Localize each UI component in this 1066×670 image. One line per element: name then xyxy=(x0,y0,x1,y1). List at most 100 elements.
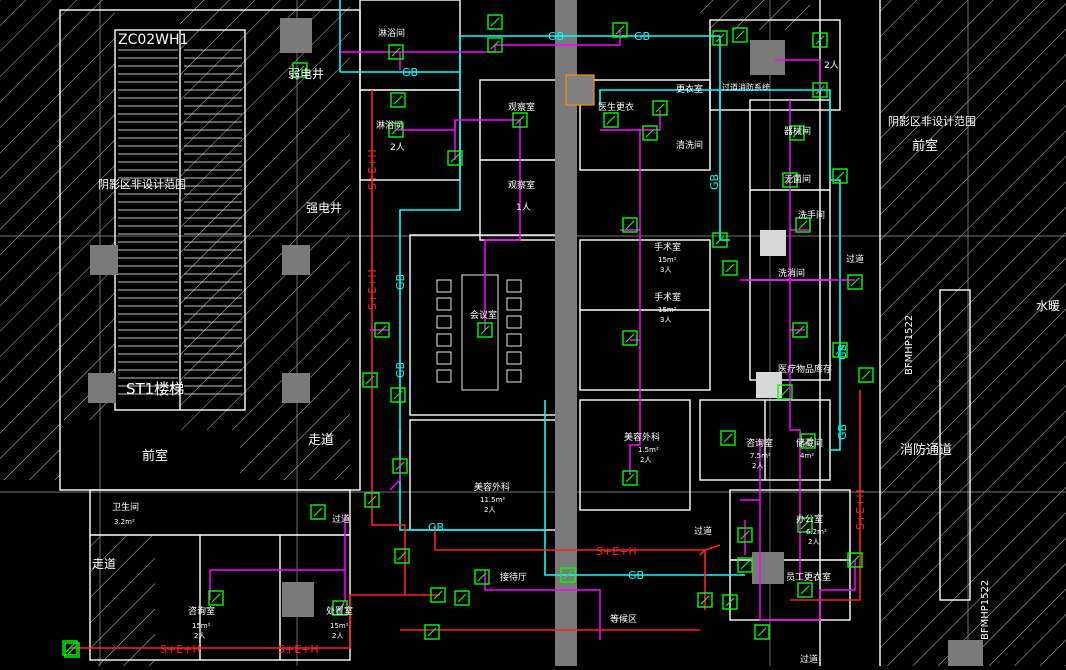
consult2-area: 15m² xyxy=(192,622,211,630)
wash-mgr-label: 洗消间 xyxy=(778,267,805,279)
meeting-chair xyxy=(506,333,522,347)
corridor-mid-label: 过道 xyxy=(332,513,350,525)
gb-label-9: GB xyxy=(836,344,849,360)
alarm-device-icon xyxy=(847,552,863,568)
consult-people: 2人 xyxy=(752,462,763,470)
waiting-label: 等候区 xyxy=(610,613,637,625)
surgery-1-people: 3人 xyxy=(660,266,671,274)
alarm-device-icon xyxy=(447,150,463,166)
shadow-right-label: 阴影区非设计范围 xyxy=(888,114,976,128)
gb-label-4: GB xyxy=(428,521,444,534)
seh-label-2: S+E+H xyxy=(366,269,379,310)
doctor-change-label: 医生更衣 xyxy=(598,101,634,113)
seh-label-4: S+E+H xyxy=(160,643,201,656)
alarm-device-icon xyxy=(612,22,628,38)
meeting-chair xyxy=(436,315,452,329)
alarm-device-icon xyxy=(847,274,863,290)
people-2a-label: 2人 xyxy=(390,142,405,153)
alarm-device-icon xyxy=(364,492,380,508)
shaft-code-a-label: BFMHP1522 xyxy=(904,315,915,375)
alarm-device-icon xyxy=(430,587,446,603)
alarm-device-icon xyxy=(797,517,813,533)
column-light-a xyxy=(760,230,786,256)
meeting-chair xyxy=(506,369,522,383)
office-area: 6.2m² xyxy=(806,528,827,536)
corridor-left-label: 走道 xyxy=(308,433,334,448)
washhand-label: 洗手间 xyxy=(798,209,825,221)
alarm-device-icon xyxy=(374,322,390,338)
beauty-people: 2人 xyxy=(484,506,495,514)
columns xyxy=(88,0,983,666)
disposal-area: 15m² xyxy=(330,622,349,630)
alarm-device-icon xyxy=(487,14,503,30)
alarm-device-icon xyxy=(712,30,728,46)
alarm-device-icon xyxy=(642,125,658,141)
disposal-people: 2人 xyxy=(332,632,343,640)
alarm-device-icon xyxy=(782,172,798,188)
alarm-device-icon xyxy=(474,569,490,585)
alarm-device-icon xyxy=(603,112,619,128)
gb-label-10: GB xyxy=(836,424,849,440)
stairs-label: ST1楼梯 xyxy=(126,380,184,398)
alarm-device-icon xyxy=(722,260,738,276)
oral-area: 1.5m² xyxy=(638,446,659,454)
corridor-bottom-label: 过道 xyxy=(694,525,712,537)
fire-passage-2-label: 走道 xyxy=(92,557,116,571)
oral-people: 2人 xyxy=(640,456,651,464)
meeting-chair xyxy=(436,351,452,365)
alarm-device-icon xyxy=(310,504,326,520)
office-people: 2人 xyxy=(808,538,819,546)
disposal-label: 处置室 xyxy=(326,605,353,617)
alarm-device-icon xyxy=(777,384,793,400)
meeting-furniture xyxy=(436,274,522,391)
alarm-device-icon xyxy=(720,430,736,446)
alarm-device-icon xyxy=(832,168,848,184)
observe-1-label: 观察室 xyxy=(508,101,535,113)
alarm-device-icon xyxy=(722,594,738,610)
room-labels: ZC02WH1 弱电井 强电井 阴影区非设计范围 阴影区非设计范围 ST1楼梯 … xyxy=(92,27,1060,665)
change-room-label: 更衣室 xyxy=(676,83,703,95)
alarm-device-icon xyxy=(390,387,406,403)
shower-1-label: 淋浴间 xyxy=(378,27,405,39)
shadow-left-label: 阴影区非设计范围 xyxy=(98,177,186,191)
alarm-device-icon xyxy=(797,582,813,598)
consult2-people: 2人 xyxy=(194,632,205,640)
consult-label: 咨询室 xyxy=(746,437,773,449)
alarm-device-icon xyxy=(652,100,668,116)
gb-label-7: GB xyxy=(394,362,407,378)
strong-well-label: 强电井 xyxy=(306,201,342,215)
alarm-device-icon xyxy=(390,92,406,108)
beauty-label: 美容外科 xyxy=(474,481,510,493)
alarm-device-icon xyxy=(832,342,848,358)
column-highlight xyxy=(565,74,595,106)
alarm-device-icon xyxy=(712,232,728,248)
medical-storage-label: 医疗物品库存 xyxy=(778,363,832,375)
alarm-device-icon xyxy=(64,642,80,658)
alarm-device-icon xyxy=(208,590,224,606)
meeting-chair xyxy=(436,279,452,293)
shaft-code-b-label: BFMHP1522 xyxy=(980,580,991,640)
alarm-device-icon xyxy=(812,82,828,98)
surgery-1-label: 手术室 xyxy=(654,241,681,253)
gb-label-5: GB xyxy=(628,569,644,582)
surgery-1-area: 15m² xyxy=(658,256,677,264)
consult2-label: 咨询室 xyxy=(188,605,215,617)
alarm-device-icon xyxy=(454,590,470,606)
seh-label-1: S+E+H xyxy=(366,149,379,190)
stair-code-label: ZC02WH1 xyxy=(118,32,188,48)
fire-passage-label: 消防通道 xyxy=(900,442,952,458)
consult-area: 7.5m² xyxy=(750,452,771,460)
alarm-device-icon xyxy=(487,37,503,53)
meeting-chair xyxy=(506,315,522,329)
alarm-device-icon xyxy=(800,433,816,449)
storage-area: 4m² xyxy=(800,452,814,460)
alarm-device-icon xyxy=(789,125,805,141)
alarm-device-icon xyxy=(732,27,748,43)
weak-well-label: 弱电井 xyxy=(288,67,324,81)
alarm-device-icon xyxy=(332,600,348,616)
alarm-device-icon xyxy=(62,640,78,656)
reception-label: 接待厅 xyxy=(500,571,527,583)
gb-label-1: GB xyxy=(548,30,564,43)
